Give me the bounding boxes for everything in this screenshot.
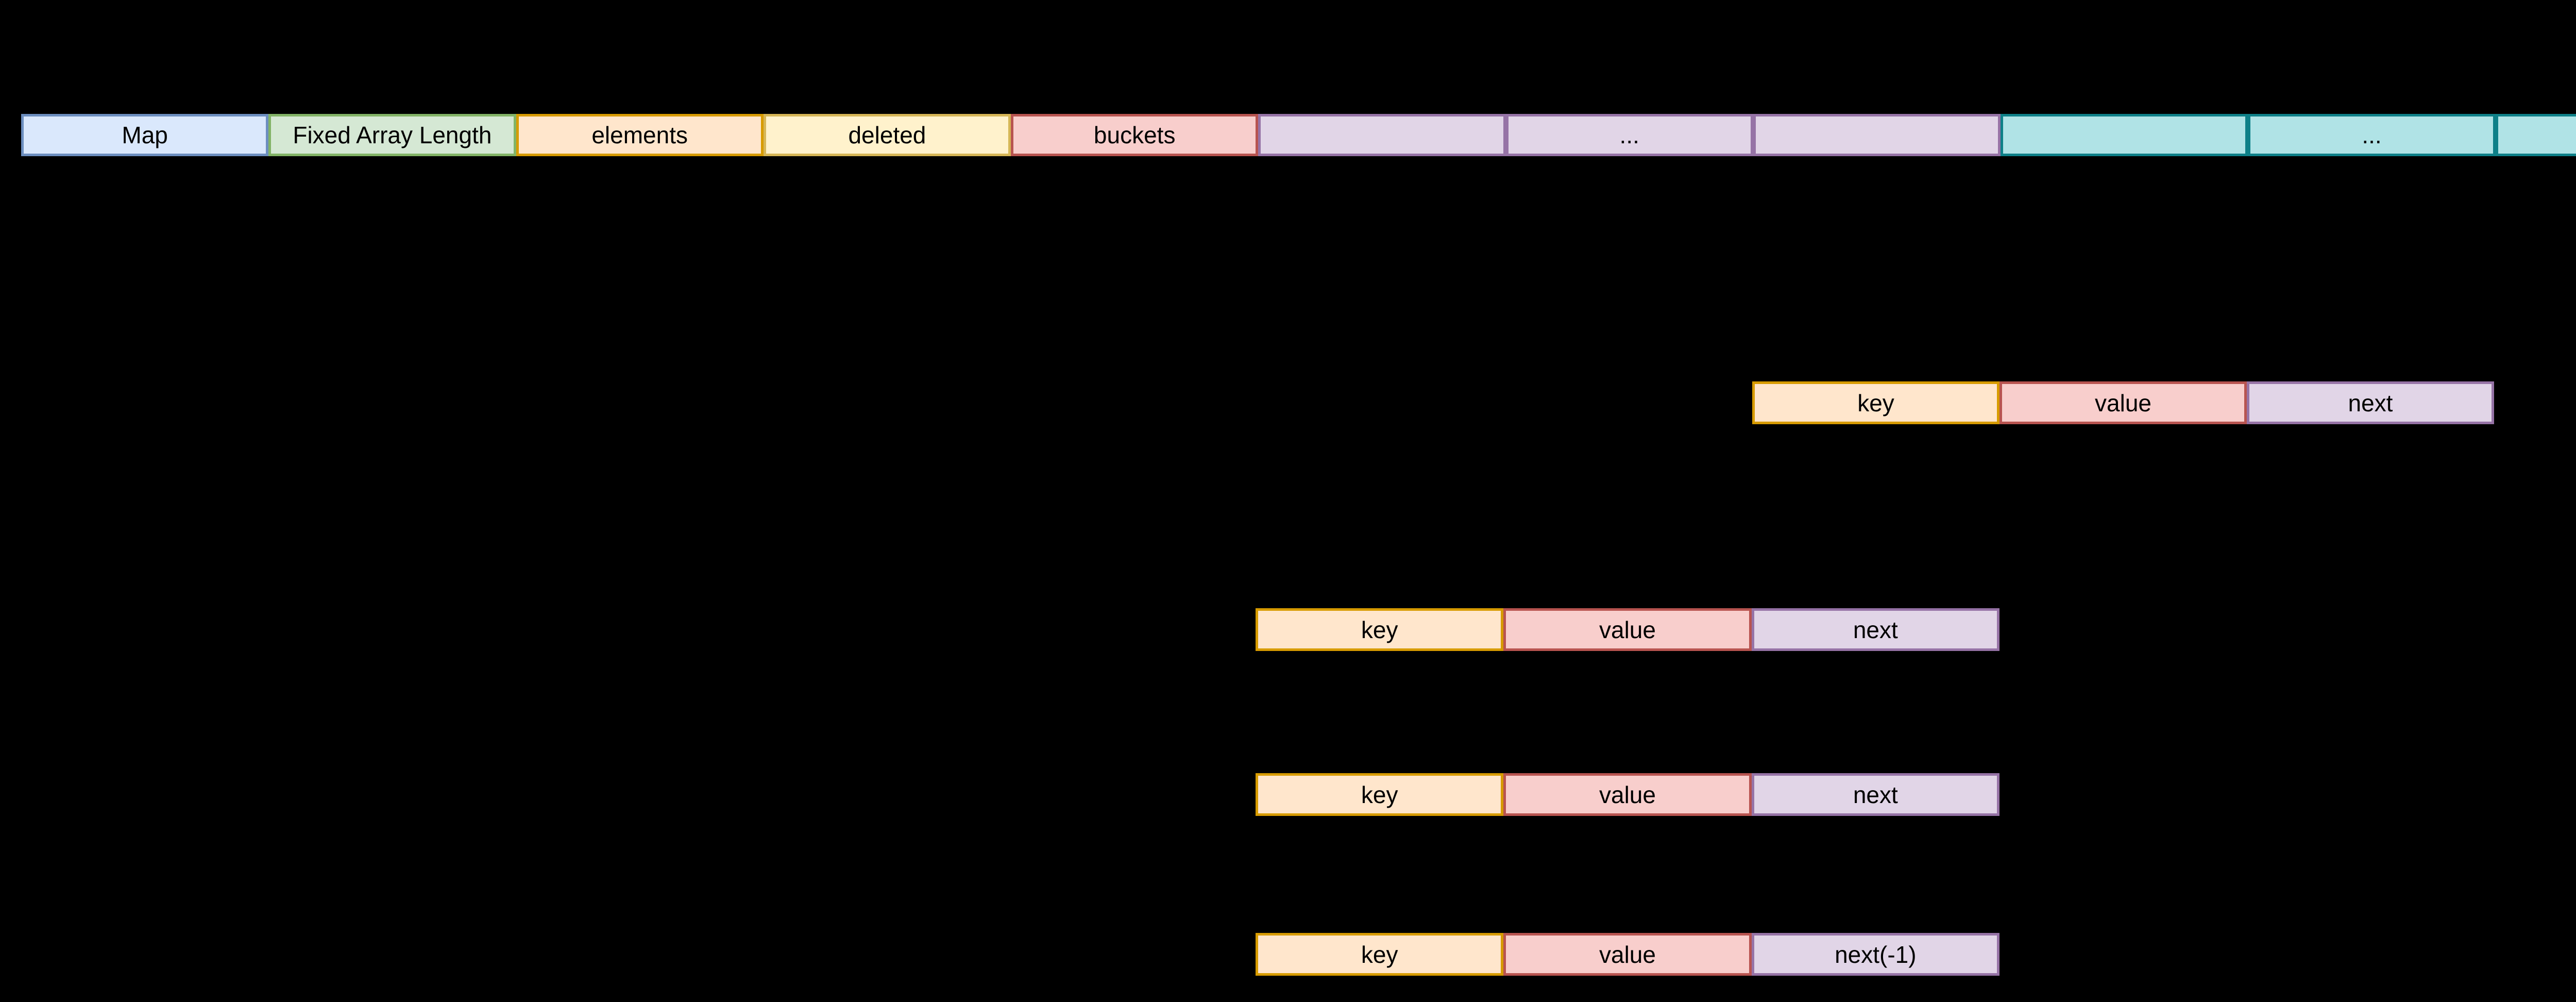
entry-row: key value next bbox=[1256, 773, 1999, 816]
header-cell-fixed-array-length: Fixed Array Length bbox=[268, 114, 516, 156]
entry-slot-cell-n bbox=[2495, 114, 2576, 156]
entry-value-cell: value bbox=[1503, 608, 1752, 651]
entry-row: key value next bbox=[1752, 381, 2494, 424]
entry-key-cell: key bbox=[1256, 933, 1504, 976]
header-cell-buckets: buckets bbox=[1011, 114, 1259, 156]
entry-row: key value next bbox=[1256, 608, 1999, 651]
entry-next-cell: next bbox=[1751, 773, 1999, 816]
header-cell-elements: elements bbox=[516, 114, 764, 156]
entry-value-cell: value bbox=[1503, 933, 1752, 976]
entry-key-cell: key bbox=[1256, 773, 1504, 816]
header-cell-map: Map bbox=[21, 114, 269, 156]
header-cell-deleted: deleted bbox=[763, 114, 1011, 156]
backing-store-array-row: Map Fixed Array Length elements deleted … bbox=[21, 114, 2576, 156]
bucket-cell-0 bbox=[1258, 114, 1506, 156]
entry-next-cell: next bbox=[1751, 608, 1999, 651]
entry-value-cell: value bbox=[1503, 773, 1752, 816]
entry-row: key value next(-1) bbox=[1256, 933, 1999, 976]
entry-key-cell: key bbox=[1752, 381, 1999, 424]
bucket-cell-ellipsis: ... bbox=[1505, 114, 1753, 156]
entry-slot-cell-ellipsis: ... bbox=[2248, 114, 2496, 156]
entry-slot-cell-0 bbox=[2001, 114, 2248, 156]
entry-value-cell: value bbox=[1999, 381, 2247, 424]
entry-next-end-cell: next(-1) bbox=[1751, 933, 1999, 976]
entry-next-cell: next bbox=[2247, 381, 2494, 424]
bucket-cell-n bbox=[1753, 114, 2001, 156]
entry-key-cell: key bbox=[1256, 608, 1504, 651]
